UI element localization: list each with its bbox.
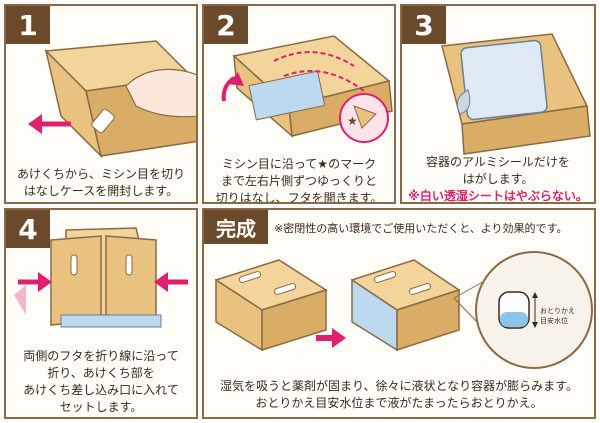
complete-panel: 完成 ※密閉性の高い環境でご使用いただくと、より効果的です。 おとりかえ 目安水… [202, 208, 596, 419]
svg-text:★: ★ [347, 114, 358, 128]
step-4-panel: 4 両側のフタを折り線に沿って 折り、あけくち部を あけくち差し込み口に入れて … [4, 208, 198, 419]
step-3-panel: 3 容器のアルミシールだけを はがします。 ※白い透湿シートはやぶらない。 [400, 4, 596, 204]
step-2-text-line2: まで左右片側ずつゆっくりと [220, 174, 377, 188]
step-4-illustration [14, 227, 188, 328]
complete-text-line2: おとりかえ目安水位まで液がたまったらおとりかえ。 [255, 396, 543, 410]
step-3-number: 3 [402, 6, 446, 44]
step-3-illustration [441, 33, 591, 155]
step-2-illustration: ★ [221, 35, 393, 143]
step-4-text-line2: 折り、あけくち部を [47, 366, 155, 380]
gauge-label-line2: 目安水位 [540, 317, 568, 325]
step-1-number: 1 [6, 6, 50, 44]
step-2-text-line1: ミシン目に沿って★のマーク [221, 157, 377, 171]
step-4-text-line1: 両側のフタを折り線に沿って [23, 349, 179, 363]
complete-title: 完成 [204, 210, 268, 244]
gauge-label-line1: おとりかえ [540, 307, 575, 315]
step-1-text-line1: あけくちから、ミシン目を切り [16, 167, 185, 181]
step-4-text-line4: セットします。 [59, 400, 143, 414]
step-3-warning: ※白い透湿シートはやぶらない。 [408, 189, 588, 203]
step-2-panel: 2 ★ ミシン目に沿って★のマーク まで左右片側ずつゆっくりと 切りはなし、フタ… [202, 4, 396, 204]
complete-text-line1: 湿気を吸うと薬剤が固まり、徐々に液状となり容器が膨らみます。 [220, 379, 578, 393]
complete-illustration [214, 251, 593, 369]
step-2-number: 2 [204, 6, 248, 44]
step-3-text-line1: 容器のアルミシールだけを [426, 155, 570, 169]
complete-note: ※密閉性の高い環境でご使用いただくと、より効果的です。 [274, 222, 568, 235]
step-4-number: 4 [6, 210, 50, 248]
step-1-illustration [28, 40, 196, 159]
step-3-text-line2: はがします。 [462, 172, 534, 186]
step-1-text-line2: はなしケースを開封します。 [23, 184, 179, 198]
step-4-text-line3: あけくち差し込み口に入れて [23, 383, 179, 397]
step-1-panel: 1 あけくちから、ミシン目を切り はなしケースを開封します。 [4, 4, 198, 204]
step-2-text-line3: 切りはなし、フタを開きます。 [215, 191, 383, 204]
